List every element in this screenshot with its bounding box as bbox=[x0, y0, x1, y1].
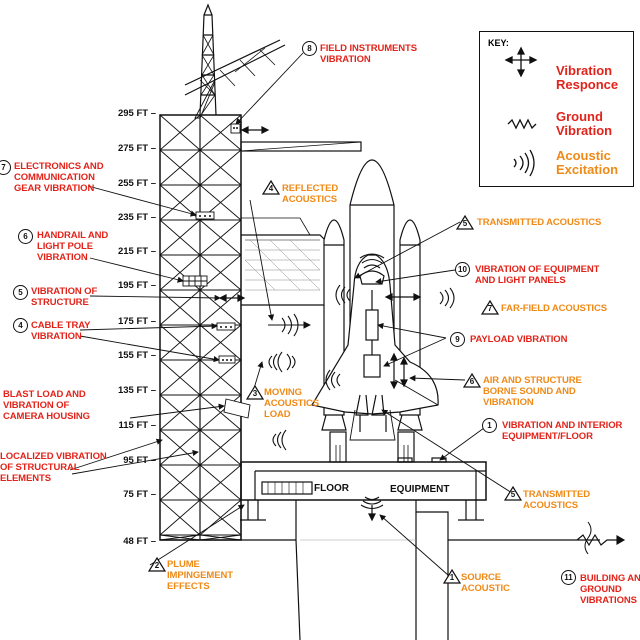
callout-number-triangle: 5 bbox=[504, 486, 522, 501]
callout-number: 7 bbox=[487, 304, 493, 313]
callout-number-circle: 9 bbox=[450, 332, 465, 347]
wavy-line-icon bbox=[507, 118, 537, 130]
floor-label: FLOOR bbox=[314, 483, 349, 494]
vibration-arrow-icon bbox=[240, 126, 270, 134]
acoustic-arcs bbox=[268, 253, 626, 555]
callout-number-circle: 1 bbox=[482, 418, 497, 433]
callout-handrail: HANDRAIL AND LIGHT POLE VIBRATION bbox=[37, 230, 109, 263]
callout-moving-acoustics: MOVING ACOUSTICS LOAD bbox=[264, 387, 320, 420]
elevation-label: 195 FT – bbox=[117, 280, 156, 291]
callout-vibration-structure: VIBRATION OF STRUCTURE bbox=[31, 286, 98, 308]
callout-number: 1 bbox=[449, 573, 455, 582]
callout-cable-tray: CABLE TRAY VIBRATION bbox=[31, 320, 91, 342]
callout-air-structure: AIR AND STRUCTURE BORNE SOUND AND VIBRAT… bbox=[483, 375, 582, 408]
callout-number-triangle: 3 bbox=[246, 385, 264, 400]
callout-number: 6 bbox=[469, 377, 475, 386]
callout-localized: LOCALIZED VIBRATION OF STRUCTURAL ELEMEN… bbox=[0, 451, 107, 484]
elevation-label: 275 FT – bbox=[117, 143, 156, 154]
callout-transmitted-bottom: TRANSMITTED ACOUSTICS bbox=[523, 489, 590, 511]
callout-electronics: ELECTRONICS AND COMMUNICATION GEAR VIBRA… bbox=[14, 161, 104, 194]
key-item-acoustic-excitation: Acoustic Excitation bbox=[556, 148, 619, 177]
callout-number: 5 bbox=[510, 490, 516, 499]
callout-number-triangle: 2 bbox=[148, 557, 166, 572]
callout-number-circle: 8 bbox=[302, 41, 317, 56]
callout-number-circle: 10 bbox=[455, 262, 470, 277]
elevation-label: 295 FT – bbox=[117, 108, 156, 119]
callout-number: 4 bbox=[268, 184, 274, 193]
callout-number-circle: 5 bbox=[13, 285, 28, 300]
callout-interior-equipment: VIBRATION AND INTERIOR EQUIPMENT/FLOOR bbox=[502, 420, 623, 442]
callout-number-triangle: 4 bbox=[262, 180, 280, 195]
callout-payload: PAYLOAD VIBRATION bbox=[470, 334, 568, 345]
callout-number-triangle: 7 bbox=[481, 300, 499, 315]
callout-number-circle: 11 bbox=[561, 570, 576, 585]
key-legend: KEY: Vibration Responce Ground Vibration… bbox=[479, 31, 634, 187]
callout-reflected: REFLECTED ACOUSTICS bbox=[282, 183, 339, 205]
elevation-label: 235 FT – bbox=[117, 212, 156, 223]
callout-number-circle: 4 bbox=[13, 318, 28, 333]
elevation-label: 48 FT – bbox=[123, 536, 156, 547]
callout-number: 5 bbox=[462, 219, 468, 228]
callout-number-circle: 7 bbox=[0, 160, 11, 175]
callout-building-ground: BUILDING AND GROUND VIBRATIONS bbox=[580, 573, 640, 606]
callout-field-instruments: FIELD INSTRUMENTS VIBRATION bbox=[320, 43, 417, 65]
key-item-ground-vibration: Ground Vibration bbox=[556, 109, 613, 138]
double-arrow-icon bbox=[504, 46, 538, 78]
callout-number-triangle: 6 bbox=[463, 373, 481, 388]
elevation-label: 95 FT – bbox=[123, 455, 156, 466]
callout-blast-load: BLAST LOAD AND VIBRATION OF CAMERA HOUSI… bbox=[3, 389, 90, 422]
callout-far-field: FAR-FIELD ACOUSTICS bbox=[501, 303, 607, 314]
callout-number-triangle: 1 bbox=[443, 569, 461, 584]
elevation-label: 215 FT – bbox=[117, 246, 156, 257]
key-item-vibration-response: Vibration Responce bbox=[556, 63, 619, 92]
elevation-label: 175 FT – bbox=[117, 316, 156, 327]
callout-equipment-panels: VIBRATION OF EQUIPMENT AND LIGHT PANELS bbox=[475, 264, 600, 286]
elevation-label: 75 FT – bbox=[123, 489, 156, 500]
callout-number-circle: 6 bbox=[18, 229, 33, 244]
elevation-label: 135 FT – bbox=[117, 385, 156, 396]
callout-source-acoustic: SOURCE ACOUSTIC bbox=[461, 572, 510, 594]
elevation-label: 255 FT – bbox=[117, 178, 156, 189]
callout-number-triangle: 5 bbox=[456, 215, 474, 230]
elevation-label: 155 FT – bbox=[117, 350, 156, 361]
elevation-label: 115 FT – bbox=[118, 420, 157, 431]
callout-number: 3 bbox=[252, 389, 258, 398]
vibration-arrows bbox=[218, 126, 422, 522]
equipment-label: EQUIPMENT bbox=[390, 484, 450, 495]
callout-transmitted-top: TRANSMITTED ACOUSTICS bbox=[477, 217, 602, 228]
sound-arcs-icon bbox=[513, 149, 535, 177]
callout-number: 2 bbox=[154, 561, 160, 570]
key-title: KEY: bbox=[488, 38, 509, 48]
callout-plume: PLUME IMPINGEMENT EFFECTS bbox=[167, 559, 233, 592]
